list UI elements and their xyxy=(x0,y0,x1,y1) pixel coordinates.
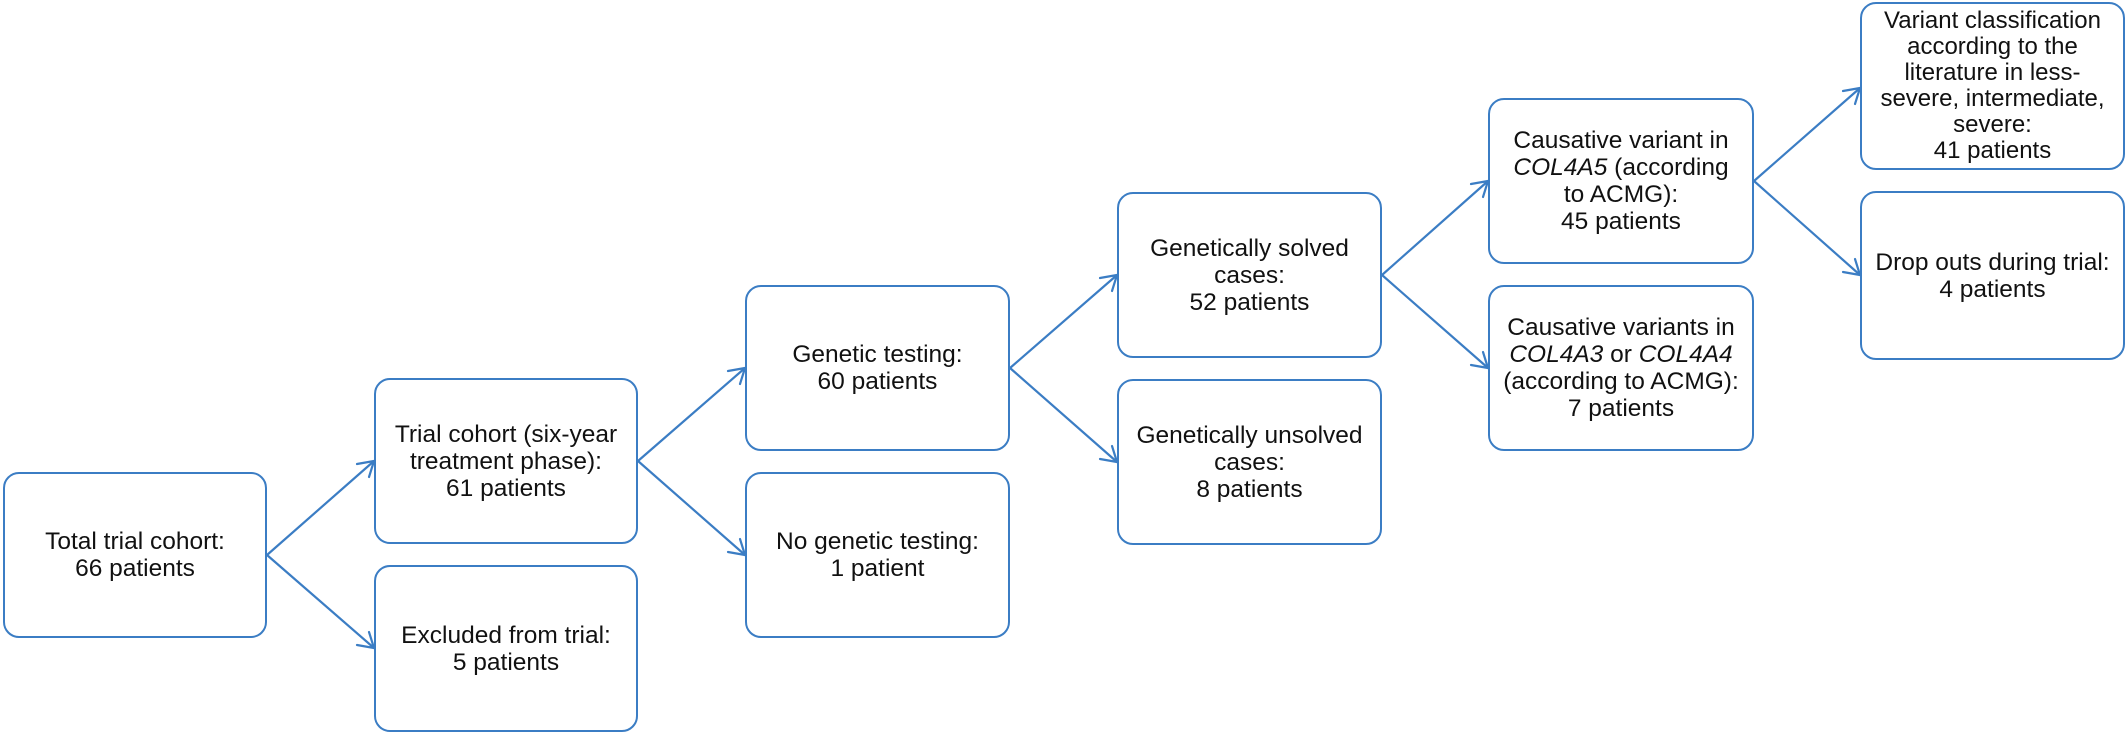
col4a5-label-2-rest: (according xyxy=(1607,154,1729,181)
classification-label-4: severe, intermediate, xyxy=(1880,85,2105,112)
arrow-genetic-testing-to-unsolved xyxy=(1008,366,1119,464)
arrow-solved-to-col4a5 xyxy=(1380,179,1490,277)
col4a5-variant-box: Causative variant in COL4A5 (according t… xyxy=(1488,98,1754,264)
variant-classification-box: Variant classification according to the … xyxy=(1860,2,2125,170)
genetically-solved-box: Genetically solved cases: 52 patients xyxy=(1117,192,1382,358)
genetic-testing-label: Genetic testing: xyxy=(792,341,963,368)
no-genetic-testing-box: No genetic testing: 1 patient xyxy=(745,472,1010,638)
classification-count: 41 patients xyxy=(1933,137,2052,164)
arrow-trial-to-no-genetic-testing xyxy=(636,459,747,557)
genetic-testing-box: Genetic testing: 60 patients xyxy=(745,285,1010,451)
dropouts-box: Drop outs during trial: 4 patients xyxy=(1860,191,2125,360)
excluded-label: Excluded from trial: xyxy=(401,621,611,649)
total-cohort-box: Total trial cohort: 66 patients xyxy=(3,472,267,638)
dropouts-label: Drop outs during trial: xyxy=(1875,248,2110,276)
classification-label-3: literature in less- xyxy=(1904,59,2081,86)
trial-cohort-count: 61 patients xyxy=(446,474,566,502)
unsolved-count: 8 patients xyxy=(1196,475,1303,503)
trial-cohort-label-1: Trial cohort (six-year xyxy=(394,420,618,448)
arrow-col4a5-to-classification xyxy=(1752,86,1862,183)
arrow-solved-to-col4a3-col4a4 xyxy=(1380,273,1490,370)
col4a34-count: 7 patients xyxy=(1567,395,1675,422)
col4a5-count: 45 patients xyxy=(1561,208,1681,235)
arrow-total-to-trial xyxy=(265,459,376,557)
trial-cohort-box: Trial cohort (six-year treatment phase):… xyxy=(374,378,638,544)
col4a5-label-3: to ACMG): xyxy=(1563,181,1679,208)
col4a34-label-1: Causative variants in xyxy=(1507,314,1735,341)
col4a34-or: or xyxy=(1603,341,1639,368)
trial-cohort-label-2: treatment phase): xyxy=(409,447,602,475)
unsolved-label-2: cases: xyxy=(1214,448,1285,476)
col4a5-gene-name: COL4A5 xyxy=(1513,154,1608,181)
excluded-box: Excluded from trial: 5 patients xyxy=(374,565,638,732)
col4a34-label-2: COL4A3 or COL4A4 xyxy=(1503,341,1739,368)
genetic-testing-count: 60 patients xyxy=(817,368,938,395)
arrow-trial-to-genetic-testing xyxy=(636,366,747,463)
no-genetic-testing-label: No genetic testing: xyxy=(776,528,979,555)
solved-label-2: cases: xyxy=(1214,261,1285,289)
total-cohort-count: 66 patients xyxy=(75,555,195,582)
dropouts-count: 4 patients xyxy=(1939,275,2046,303)
total-cohort-label: Total trial cohort: xyxy=(45,528,225,555)
col4a34-label-3: (according to ACMG): xyxy=(1503,368,1739,395)
arrow-genetic-testing-to-solved xyxy=(1008,273,1119,370)
col4a5-label-2: COL4A5 (according xyxy=(1513,154,1728,181)
classification-label-5: severe: xyxy=(1953,111,2032,138)
col4a5-label-1: Causative variant in xyxy=(1513,127,1729,154)
no-genetic-testing-count: 1 patient xyxy=(830,555,925,582)
classification-label-2: according to the xyxy=(1907,33,2078,60)
excluded-count: 5 patients xyxy=(452,648,560,676)
col4a3-gene-name: COL4A3 xyxy=(1509,341,1604,368)
genetically-unsolved-box: Genetically unsolved cases: 8 patients xyxy=(1117,379,1382,545)
col4a4-gene-name: COL4A4 xyxy=(1638,341,1733,368)
unsolved-label-1: Genetically unsolved xyxy=(1136,421,1363,449)
classification-label-1: Variant classification xyxy=(1884,7,2101,34)
solved-count: 52 patients xyxy=(1189,288,1310,316)
arrow-total-to-excluded xyxy=(265,553,376,650)
solved-label-1: Genetically solved xyxy=(1150,234,1349,262)
col4a3-col4a4-variant-box: Causative variants in COL4A3 or COL4A4 (… xyxy=(1488,285,1754,451)
arrow-col4a5-to-dropouts xyxy=(1752,179,1862,277)
